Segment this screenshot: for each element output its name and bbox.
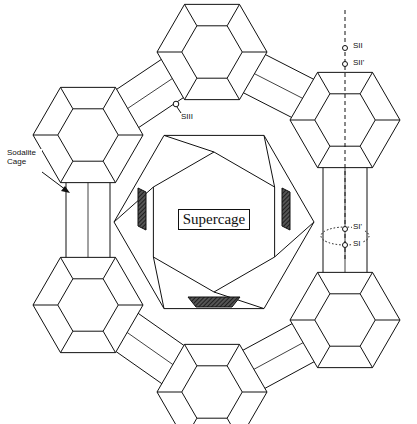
site-label: SI xyxy=(352,240,362,249)
cage-edge xyxy=(185,78,197,99)
prism-edge xyxy=(251,341,307,371)
cage-edge xyxy=(318,272,330,293)
cage-edge xyxy=(157,52,182,53)
prism-edge xyxy=(251,72,306,100)
cage-edge xyxy=(242,392,267,393)
framework-edge xyxy=(264,135,275,187)
prism-edge xyxy=(88,179,89,261)
pointer-arrow xyxy=(42,172,66,190)
arrow-head xyxy=(61,186,70,193)
cage-edge xyxy=(227,78,239,99)
cation-site xyxy=(343,46,348,51)
cage-face xyxy=(315,294,376,346)
cage-edge xyxy=(103,331,115,352)
cage-edge xyxy=(157,392,182,393)
cation-site xyxy=(343,62,348,67)
cage-face xyxy=(182,26,243,78)
sodalite-cage xyxy=(157,4,267,99)
cage-edge xyxy=(375,120,400,121)
supercage-outline xyxy=(114,135,314,308)
hexagonal-prism xyxy=(66,179,110,261)
cage-edge xyxy=(318,146,330,167)
cage-edge xyxy=(103,161,115,182)
cage-face xyxy=(58,109,119,161)
cage-edge xyxy=(360,346,372,367)
cage-edge xyxy=(33,305,58,306)
structure-label: Sodalite Cage xyxy=(6,149,42,167)
cage-edge xyxy=(290,120,315,121)
cation-site xyxy=(343,243,348,248)
box-label: Supercage xyxy=(183,211,245,228)
shaded-window xyxy=(138,188,146,230)
site-label: SII' xyxy=(352,59,365,68)
prism-edge xyxy=(124,330,176,366)
cation-site xyxy=(173,101,179,107)
framework-edge xyxy=(164,135,214,152)
cage-edge xyxy=(360,72,372,93)
cage-edge xyxy=(227,418,239,424)
framework-edge xyxy=(114,187,153,222)
cage-edge xyxy=(375,320,400,321)
sodalite-cage xyxy=(290,272,400,367)
cage-edge xyxy=(61,161,73,182)
shaded-window xyxy=(188,297,240,307)
caption-box: Supercage xyxy=(178,209,250,230)
cage-edge xyxy=(61,331,73,352)
cage-edge xyxy=(185,418,197,424)
cage-edge xyxy=(118,305,143,306)
framework-edge xyxy=(153,257,164,309)
sodalite-cage xyxy=(33,257,143,352)
framework-edge xyxy=(275,222,314,257)
cage-edge xyxy=(61,257,73,278)
cage-edge xyxy=(227,4,239,25)
cage-edge xyxy=(318,72,330,93)
cage-edge xyxy=(318,346,330,367)
cage-edge xyxy=(185,344,197,365)
cage-edge xyxy=(360,146,372,167)
cage-edge xyxy=(242,52,267,53)
site-label: SI' xyxy=(352,223,363,232)
cage-edge xyxy=(360,272,372,293)
cage-edge xyxy=(61,87,73,108)
sodalite-cage xyxy=(33,87,143,182)
cage-edge xyxy=(103,257,115,278)
cage-face xyxy=(58,279,119,331)
shaded-window xyxy=(282,188,290,230)
cage-edge xyxy=(185,4,197,25)
supercage-window xyxy=(153,152,274,292)
sodalite-cage xyxy=(157,344,267,424)
site-label: SIII xyxy=(180,113,194,122)
site-label: SII xyxy=(352,42,364,51)
cage-face xyxy=(182,366,243,418)
cage-edge xyxy=(33,135,58,136)
cage-edge xyxy=(227,344,239,365)
cage-edge xyxy=(290,320,315,321)
cage-edge xyxy=(118,135,143,136)
cage-edge xyxy=(103,87,115,108)
prism-edge xyxy=(125,76,176,110)
cation-site xyxy=(343,227,348,232)
